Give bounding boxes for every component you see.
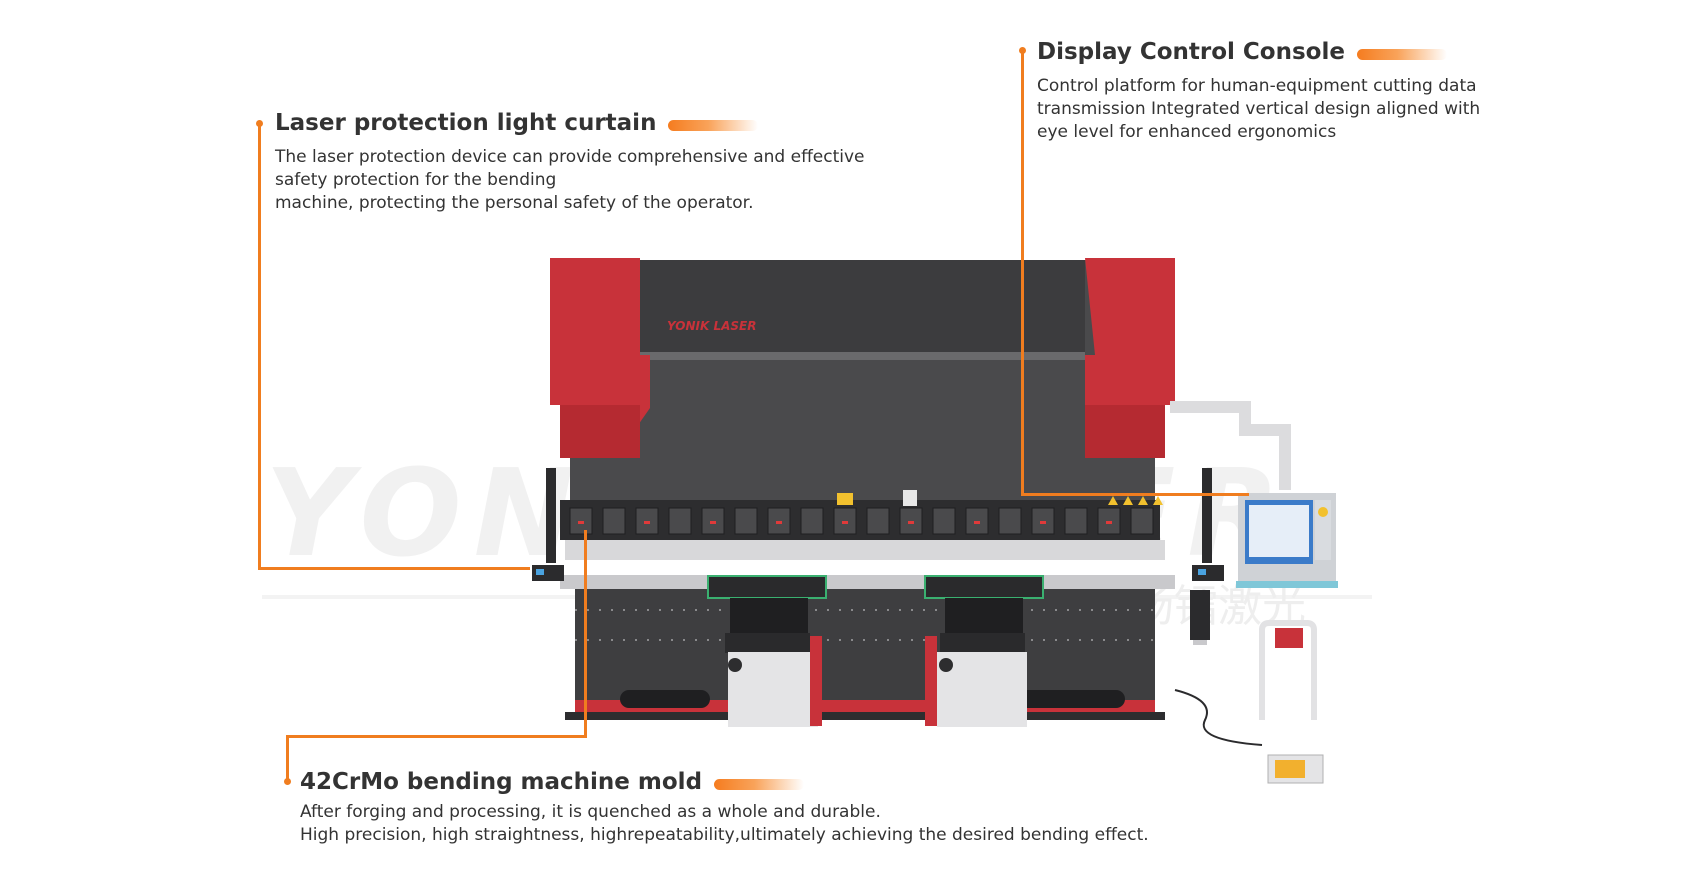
description-line: safety protection for the bending xyxy=(275,170,557,190)
support-arm-right xyxy=(924,575,1044,727)
cable-chain-left xyxy=(620,690,710,708)
leader-line xyxy=(1021,51,1024,496)
leader-line xyxy=(286,735,587,738)
light-curtain-right xyxy=(1202,468,1212,563)
leader-dot-light-curtain xyxy=(256,120,263,127)
callout-title: Laser protection light curtain xyxy=(275,110,657,136)
callout-title: Display Control Console xyxy=(1037,39,1345,65)
leader-line xyxy=(584,530,587,738)
callout-light-curtain: Laser protection light curtain The laser… xyxy=(275,110,865,215)
leader-dot-console xyxy=(1019,47,1026,54)
accent-bar xyxy=(1356,49,1447,61)
description-line: After forging and processing, it is quen… xyxy=(300,802,881,822)
callout-title: 42CrMo bending machine mold xyxy=(300,769,703,795)
warning-signs xyxy=(1108,496,1163,505)
callout-console: Display Control Console Control platform… xyxy=(1037,39,1480,144)
leader-dot-mold xyxy=(284,778,291,785)
control-console xyxy=(1236,493,1338,588)
leader-line xyxy=(286,735,289,781)
description-line: eye level for enhanced ergonomics xyxy=(1037,122,1337,142)
leader-line xyxy=(1021,493,1249,496)
support-arm-left xyxy=(707,575,827,727)
callout-description: Control platform for human-equipment cut… xyxy=(1037,75,1480,144)
callout-description: The laser protection device can provide … xyxy=(275,146,865,215)
leader-line xyxy=(258,567,530,570)
description-line: Control platform for human-equipment cut… xyxy=(1037,76,1477,96)
cable-chain-right xyxy=(1015,690,1125,708)
leader-line xyxy=(258,124,261,570)
foot-pedal xyxy=(1259,620,1324,784)
punch-holder-row xyxy=(560,500,1160,540)
light-curtain-left xyxy=(546,468,556,563)
callout-description: After forging and processing, it is quen… xyxy=(300,801,1149,847)
description-line: transmission Integrated vertical design … xyxy=(1037,99,1481,119)
description-line: machine, protecting the personal safety … xyxy=(275,193,754,213)
die-table xyxy=(565,540,1165,560)
accent-bar xyxy=(668,120,759,132)
callout-mold: 42CrMo bending machine mold After forgin… xyxy=(300,769,1149,847)
lower-beam xyxy=(575,589,1155,704)
description-line: The laser protection device can provide … xyxy=(275,147,865,167)
machine-brand-label: YONIK LASER xyxy=(667,319,756,333)
accent-bar xyxy=(714,779,805,791)
description-line: High precision, high straightness, highr… xyxy=(300,825,1149,845)
machine-upper-beam xyxy=(640,260,1085,360)
